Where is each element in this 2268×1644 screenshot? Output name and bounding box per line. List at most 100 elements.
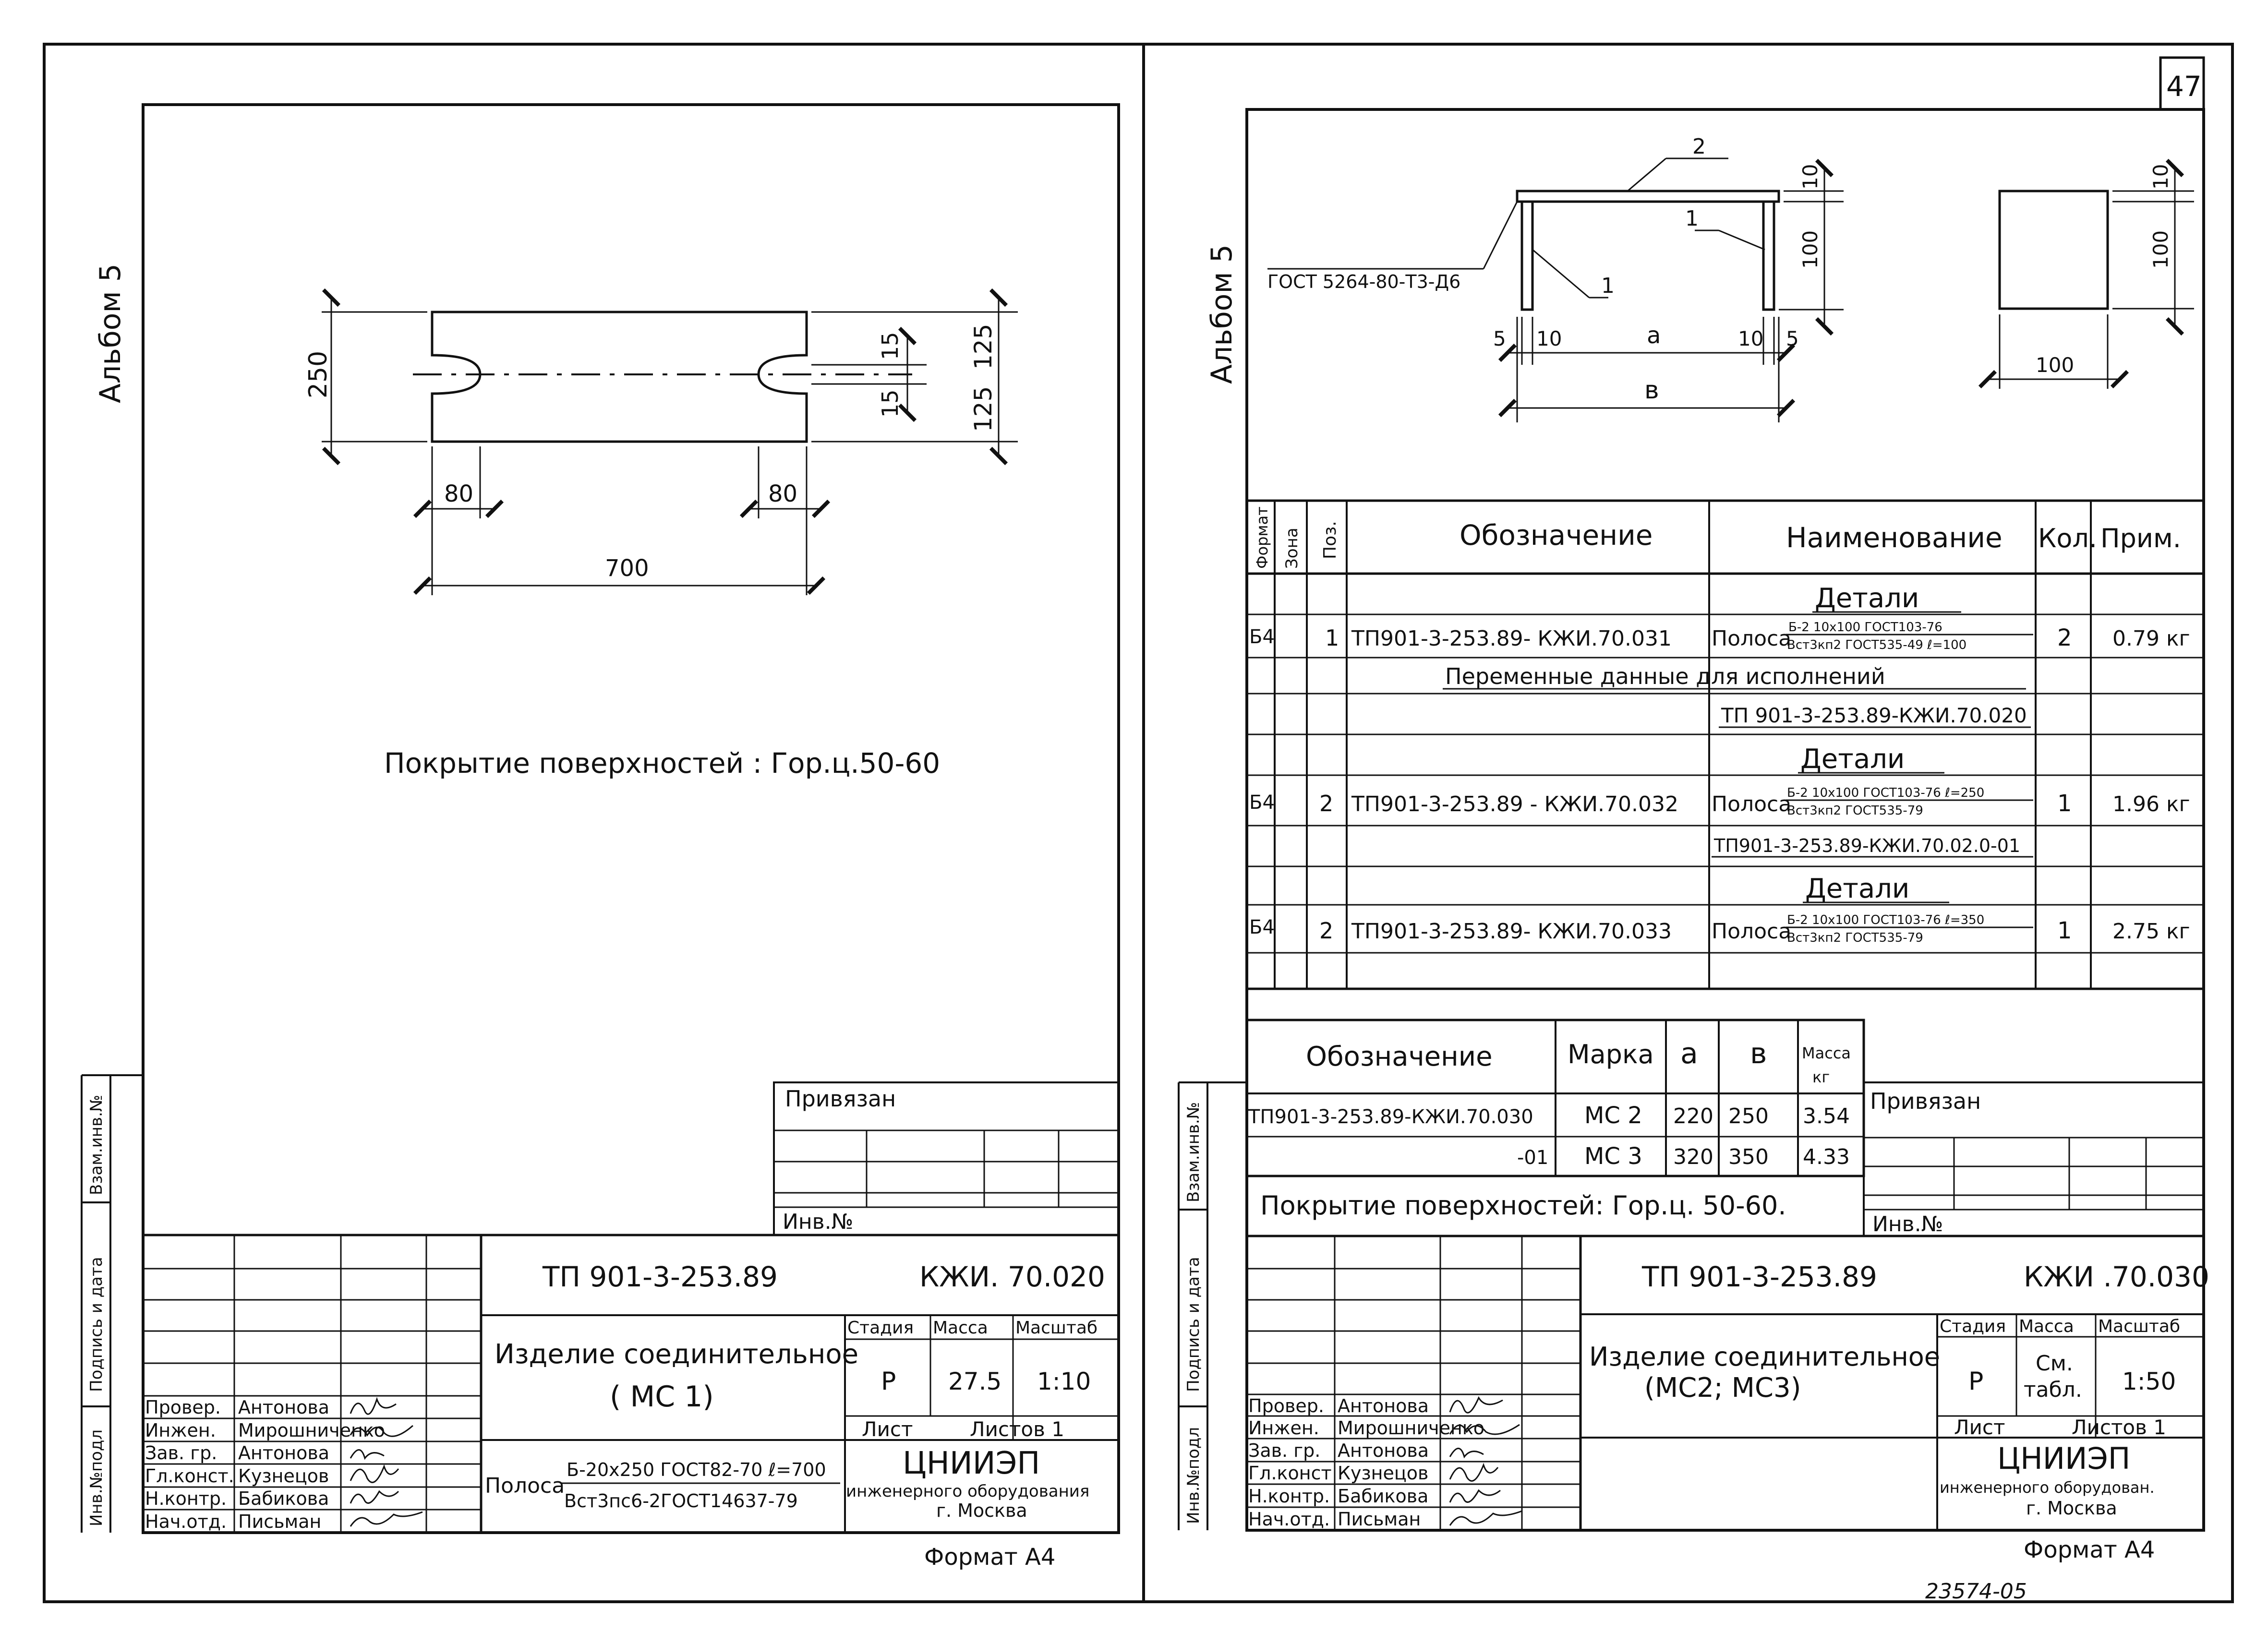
left-org-name: ЦНИИЭП [903,1446,1040,1481]
right-col-mass: Масса [2019,1317,2074,1336]
left-plate-drawing: 250 15 15 125 125 80 80 700 [304,288,1018,595]
dim-15-bottom: 15 [877,389,903,418]
right-project: ТП 901-3-253.89 [1641,1260,1877,1293]
left-sheet-label: Лист [862,1417,913,1441]
right-mass-line2: табл. [2024,1378,2082,1402]
hdr-qty: Кол. [2038,523,2097,553]
right-side-strip: Инв.№подл Подпись и дата Взам.инв.№ [1178,1081,1247,1530]
left-material-top: Б-20х250 ГОСТ82-70 ℓ=700 [567,1459,826,1480]
left-col-stage: Стадия [847,1318,914,1338]
left-coating-note: Покрытие поверхностей : Гор.ц.50-60 [384,747,940,780]
row3-note: 2.75 кг [2112,919,2190,944]
left-org-city: г. Москва [936,1500,1027,1521]
right-title-line1: Изделие соединительное [1589,1342,1940,1372]
var1-b: 250 [1728,1104,1769,1128]
row3-name: Полоса [1712,919,1791,944]
gost-weld: ГОСТ 5264-80-Т3-Д6 [1267,271,1460,292]
right-col-stage: Стадия [1940,1317,2006,1336]
left-title-block: Провер. Антонова Инжен. Мирошниченко Зав… [143,1234,1119,1533]
left-sig-name-1: Антонова [238,1397,329,1418]
row2-note: 1.96 кг [2112,792,2190,816]
right-side-inv: Инв.№подл [1184,1427,1203,1524]
right-scale: 1:50 [2122,1368,2176,1395]
dim-b: в [1644,376,1659,405]
row2-pos: 2 [1319,791,1333,816]
left-inner-frame [142,103,1120,1534]
variable-table: Обозначение Марка а в Масса кг ТП901-3-2… [1245,1019,1865,1237]
left-material-label: Полоса [485,1474,565,1498]
var1-designation: ТП901-3-253.89-КЖИ.70.030 [1248,1106,1533,1128]
left-sig-role-4: Гл.конст. [145,1465,234,1487]
row1-name-top: Б-2 10х100 ГОСТ103-76 [1788,620,1942,635]
left-sig-role-2: Инжен. [145,1420,216,1441]
right-format: Формат А4 [2024,1536,2155,1563]
pos-1-right: 1 [1685,206,1699,231]
sheet-number: 47 [2166,70,2202,103]
left-privyazan-box: Привязан Инв.№ [773,1081,1120,1236]
var-hdr-designation: Обозначение [1306,1041,1493,1072]
left-scale: 1:10 [1037,1368,1091,1395]
dim-250: 250 [304,351,333,398]
hdr-name: Наименование [1786,521,2003,554]
row1-note: 0.79 кг [2112,626,2190,651]
right-sheets: Листов 1 [2072,1416,2166,1439]
dim-125-bottom: 125 [969,386,997,432]
left-album-label: Альбом 5 [94,264,127,403]
pos-1-left: 1 [1601,274,1615,298]
var2-b: 350 [1728,1145,1769,1169]
right-sig-role-3: Зав. гр. [1248,1440,1320,1461]
left-sig-name-6: Письман [238,1511,321,1532]
right-coating-note: Покрытие поверхностей: Гор.ц. 50-60. [1260,1190,1786,1221]
section-title-3: Детали [1805,873,1909,904]
row2-qty: 1 [2057,790,2072,817]
row1-name-bottom: Вст3кп2 ГОСТ535-49 ℓ=100 [1787,638,1966,652]
row1-pos: 1 [1325,625,1339,651]
row2-name: Полоса [1712,792,1791,816]
right-mass-line1: См. [2036,1351,2073,1376]
right-org-city: г. Москва [2026,1498,2117,1519]
right-sig-role-1: Провер. [1248,1395,1324,1416]
row2-name-bottom: Вст3кп2 ГОСТ535-79 [1787,804,1923,818]
left-sig-name-5: Бабикова [238,1488,329,1509]
right-handwritten-signatures [1449,1396,1522,1526]
dim-125-top: 125 [969,324,997,370]
right-frame-drawing: 2 1 1 ГОСТ 5264-80-Т3-Д6 10 100 [1267,134,2194,422]
ref-02001: ТП901-3-253.89-КЖИ.70.02.0-01 [1713,835,2020,856]
hdr-pos: Поз. [1320,521,1340,559]
scan-code: 23574-05 [1925,1579,2027,1604]
dim-80-left: 80 [444,480,473,507]
dim-5-right: 5 [1786,327,1799,350]
left-col-mass: Масса [933,1318,988,1338]
dim-15-top: 15 [877,332,903,360]
left-handwritten-signatures [350,1397,423,1527]
dim-700: 700 [605,555,649,582]
row3-qty: 1 [2057,917,2072,944]
left-code: КЖИ. 70.020 [919,1260,1105,1293]
var2-mark: МС 3 [1584,1143,1642,1170]
row2-format: Б4 [1249,792,1275,814]
left-sig-name-4: Кузнецов [238,1465,329,1487]
left-material-bottom: Вст3пс6-2ГОСТ14637-79 [564,1490,798,1512]
right-sig-name-3: Антонова [1338,1440,1429,1461]
right-inner-frame [1245,108,2205,1532]
var-hdr-mass2: кг [1812,1068,1830,1086]
var2-mass: 4.33 [1803,1145,1850,1169]
right-code: КЖИ .70.030 [2024,1260,2209,1293]
hdr-zone: Зона [1282,528,1302,569]
left-title-line2: ( МС 1) [610,1380,714,1414]
right-org-name: ЦНИИЭП [1997,1441,2130,1476]
right-inv-no: Инв.№ [1872,1212,1943,1236]
var2-a: 320 [1673,1145,1713,1169]
right-title-line2: (МС2; МС3) [1644,1372,1801,1404]
left-sig-name-2: Мирошниченко [238,1420,385,1441]
section-title-1: Детали [1815,583,1919,614]
section-title-2: Детали [1800,744,1905,775]
right-sig-role-2: Инжен. [1248,1417,1319,1439]
row1-qty: 2 [2057,624,2072,651]
row3-name-top: Б-2 10х100 ГОСТ103-76 ℓ=350 [1787,913,1984,927]
dim-100-height: 100 [1798,230,1822,269]
left-format: Формат А4 [924,1544,1055,1571]
left-inv-no: Инв.№ [783,1210,853,1234]
left-side-inv: Инв.№подл [87,1429,106,1526]
